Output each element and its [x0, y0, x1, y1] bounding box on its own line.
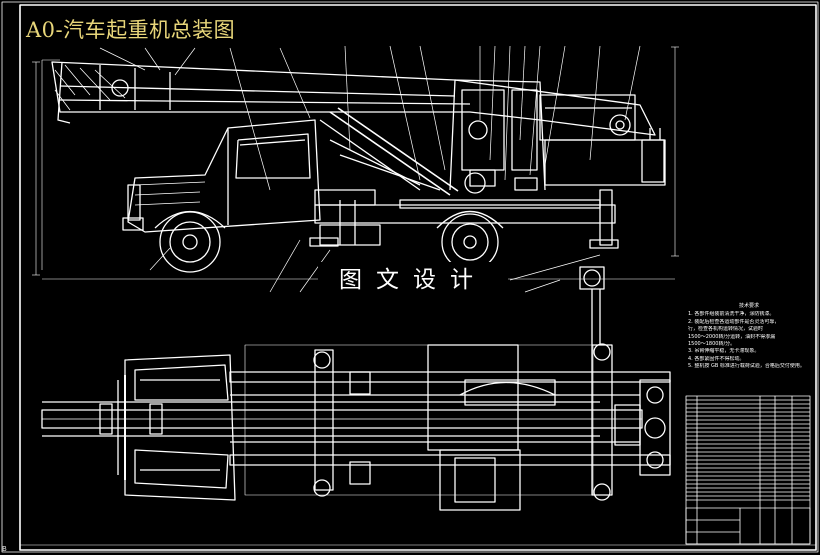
- operator-cab: [449, 79, 546, 194]
- front-wheel: [154, 210, 226, 273]
- notes-line: 3. 吊臂伸缩平稳，无卡滞现象。: [688, 348, 760, 355]
- truck-chassis: [309, 189, 619, 249]
- notes-line: 1. 各部件组装前清洗干净，涂防锈漆。: [688, 311, 775, 318]
- outriggers: [313, 266, 613, 501]
- side-view: [32, 45, 679, 293]
- watermark-text: 图文设计: [318, 262, 508, 298]
- corner-mark: B: [2, 545, 7, 553]
- slew-unit-plan: [614, 379, 671, 476]
- plan-view: [41, 266, 671, 511]
- notes-line: 1500～1800转/分。: [688, 341, 736, 348]
- rear-wheel: [436, 210, 504, 271]
- notes-line: 1500～2000转/分运转，油封不得渗漏: [688, 333, 776, 340]
- leader-lines: [99, 45, 641, 293]
- technical-notes: 技术要求 1. 各部件组装前清洗干净，涂防锈漆。 2. 装配后检查各运动部件是否…: [688, 303, 810, 371]
- notes-line: 2. 装配后检查各运动部件是否灵活可靠，: [688, 318, 780, 325]
- turntable-plan: [427, 344, 519, 451]
- notes-heading: 技术要求: [738, 303, 759, 309]
- parts-list-table: [685, 395, 811, 545]
- counterweight: [544, 139, 666, 186]
- inner-frame: [19, 4, 817, 551]
- telescopic-boom: [51, 61, 656, 141]
- luffing-cylinder: [319, 107, 459, 196]
- cab-plan: [117, 354, 236, 501]
- drawing-title: A0-汽车起重机总装图: [26, 18, 236, 42]
- boom-plan: [41, 401, 643, 437]
- notes-line: 4. 各部紧固件不得松动。: [688, 355, 745, 362]
- truck-cab: [122, 119, 321, 233]
- notes-line: 5. 整机按 GB 标准进行载荷试验，合格后交付使用。: [688, 363, 805, 370]
- notes-line: 行，检查各机构运转情况，试验时: [688, 326, 764, 333]
